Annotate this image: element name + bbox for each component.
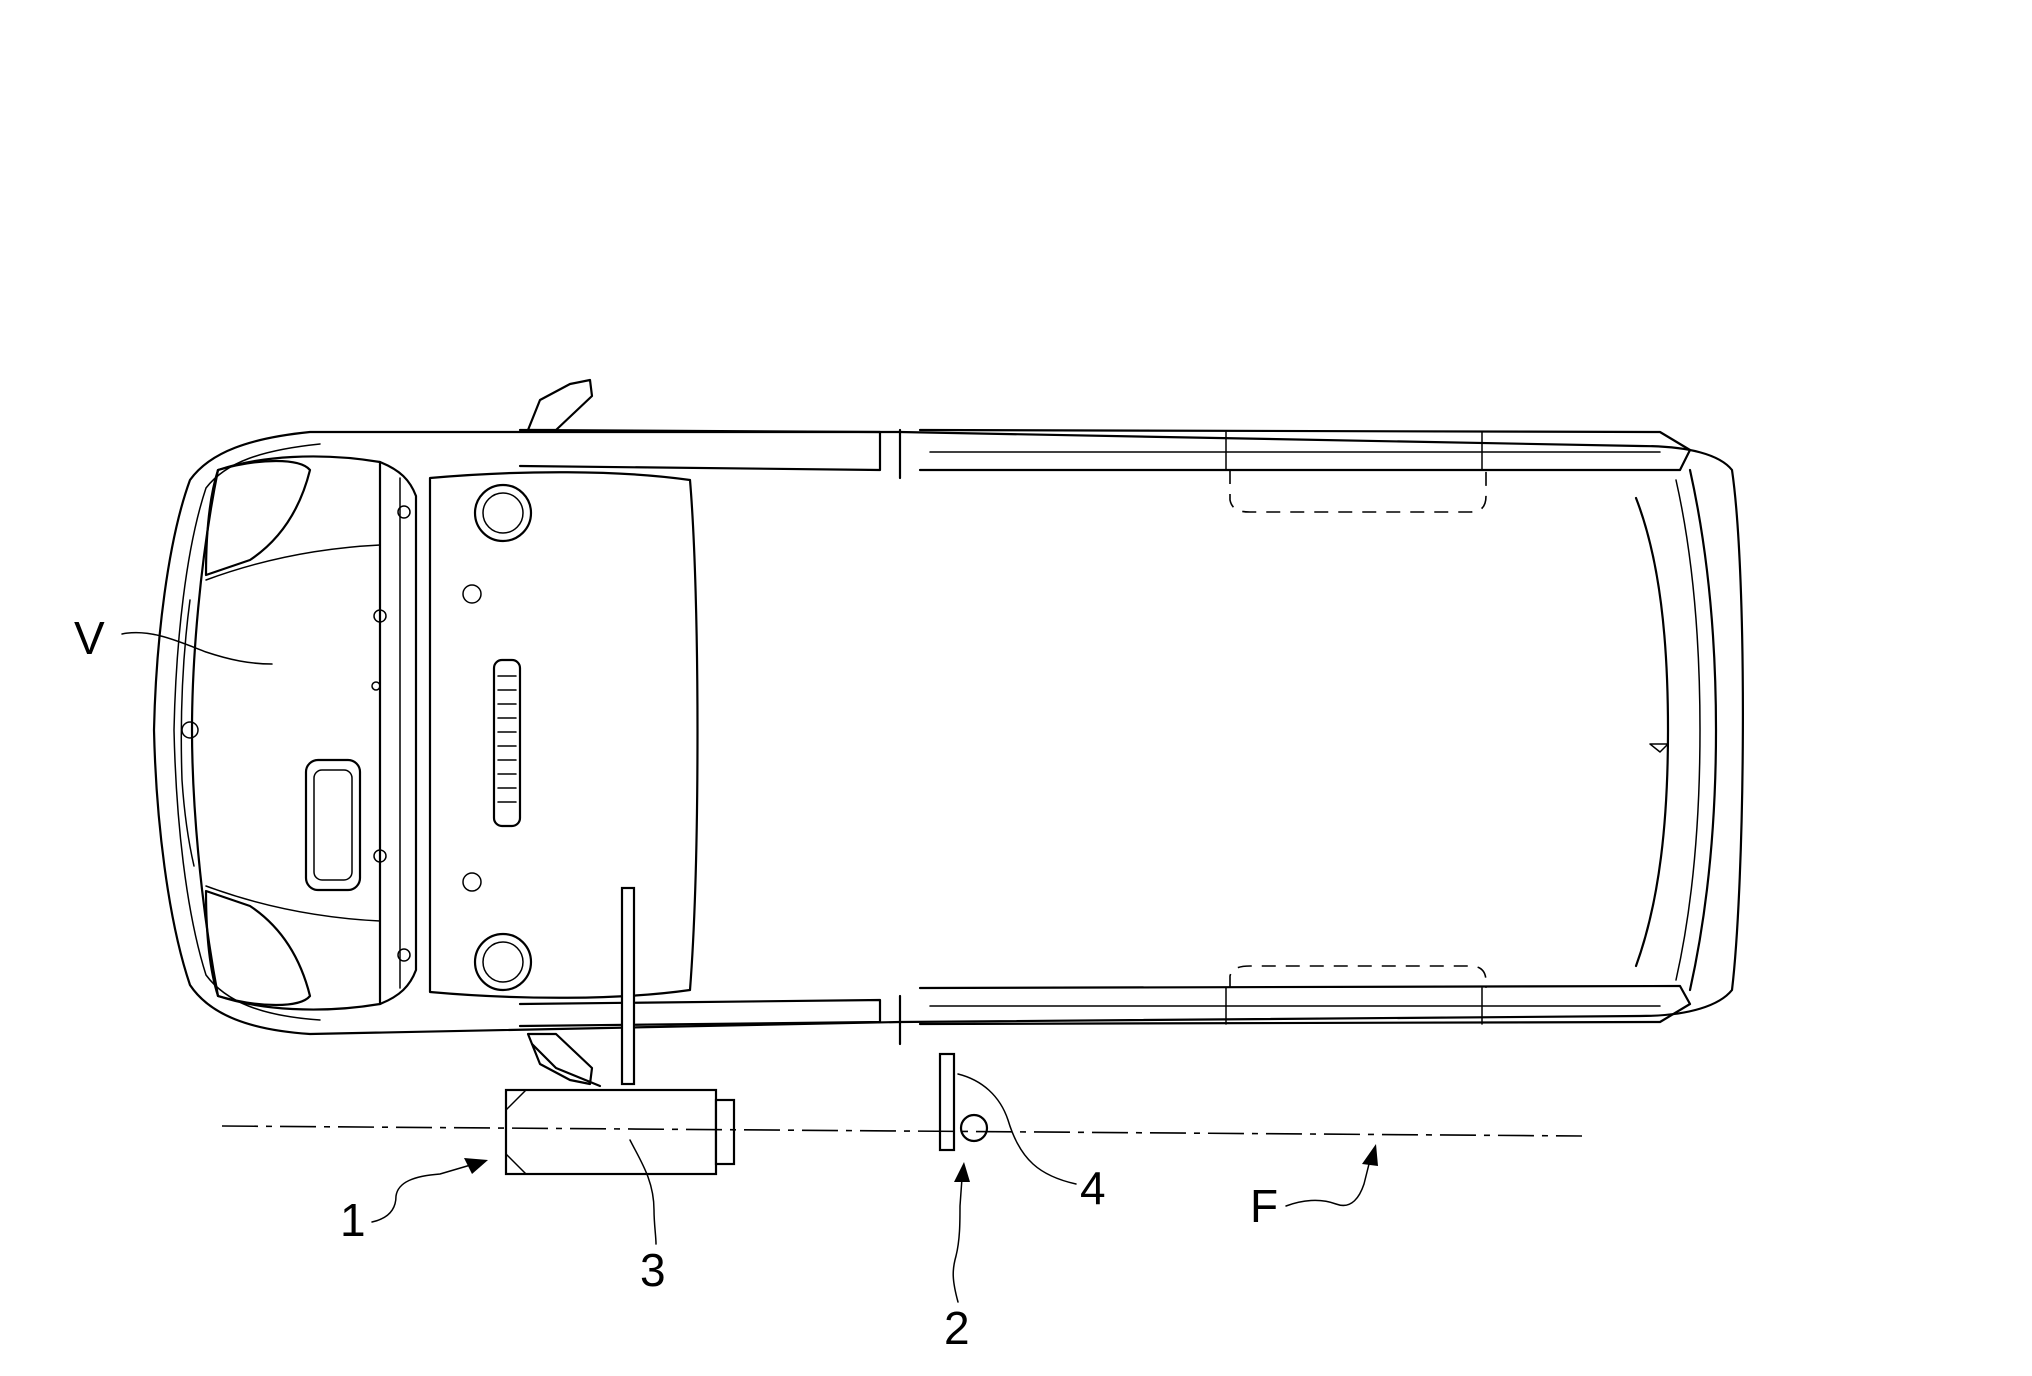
side-rail-top-front: [520, 430, 880, 470]
roof-light-bottom: [463, 873, 481, 891]
rear-door-seam: [1650, 744, 1668, 752]
device-two: [940, 1054, 987, 1150]
arrow-head-2: [954, 1162, 970, 1182]
roof-vent-slats: [498, 676, 516, 802]
vehicle-body-inner: [174, 444, 320, 1020]
hood-crease-bottom: [206, 886, 380, 921]
front-emblem: [182, 722, 198, 738]
hood-vent-inner: [314, 770, 352, 880]
side-mirror-top: [528, 380, 592, 430]
arrow-head-f: [1362, 1144, 1378, 1166]
cargo-panel-bottom-dashed: [1230, 966, 1486, 988]
label-2: 2: [944, 1302, 970, 1354]
label-1: 1: [340, 1194, 366, 1246]
leader-2: [953, 1178, 962, 1302]
rear-bumper: [1690, 470, 1716, 990]
element-three-housing: [506, 1090, 716, 1174]
label-f: F: [1250, 1180, 1278, 1232]
leader-1: [372, 1164, 474, 1222]
hood-crease-top: [206, 545, 380, 580]
device-one: [506, 888, 734, 1174]
hood-outline: [192, 456, 380, 1009]
axis-line-f: [222, 1126, 1582, 1136]
windshield-frame: [380, 462, 416, 1004]
rear-doors-outline: [1636, 498, 1668, 966]
rear-bumper-inner: [1676, 480, 1700, 980]
element-four-target: [961, 1115, 987, 1141]
side-rail-top-rear: [920, 430, 1690, 470]
roof-light-top: [463, 585, 481, 603]
washer-nozzle-2: [372, 682, 380, 690]
device-one-rod: [622, 888, 634, 1084]
label-v: V: [74, 612, 105, 664]
side-mirror-bottom: [528, 1034, 592, 1084]
leader-lines: [122, 633, 1378, 1302]
leader-f: [1286, 1160, 1370, 1206]
side-rail-bottom-front: [520, 1000, 880, 1026]
element-three-end-cap: [716, 1100, 734, 1164]
vehicle-body-outline: [154, 432, 1743, 1034]
device-two-post: [940, 1054, 954, 1150]
roof-hatch-top-inner: [483, 493, 523, 533]
cargo-panel-top-dashed: [1230, 470, 1486, 512]
roof-hatch-bottom-inner: [483, 942, 523, 982]
cab-roof-panel: [430, 472, 698, 998]
headlight-right: [206, 891, 310, 1005]
label-3: 3: [640, 1244, 666, 1296]
headlight-left: [206, 461, 310, 575]
label-4: 4: [1080, 1162, 1106, 1214]
leader-v: [122, 633, 272, 664]
roof-vent: [494, 660, 520, 826]
vehicle-top-view: [154, 380, 1743, 1084]
